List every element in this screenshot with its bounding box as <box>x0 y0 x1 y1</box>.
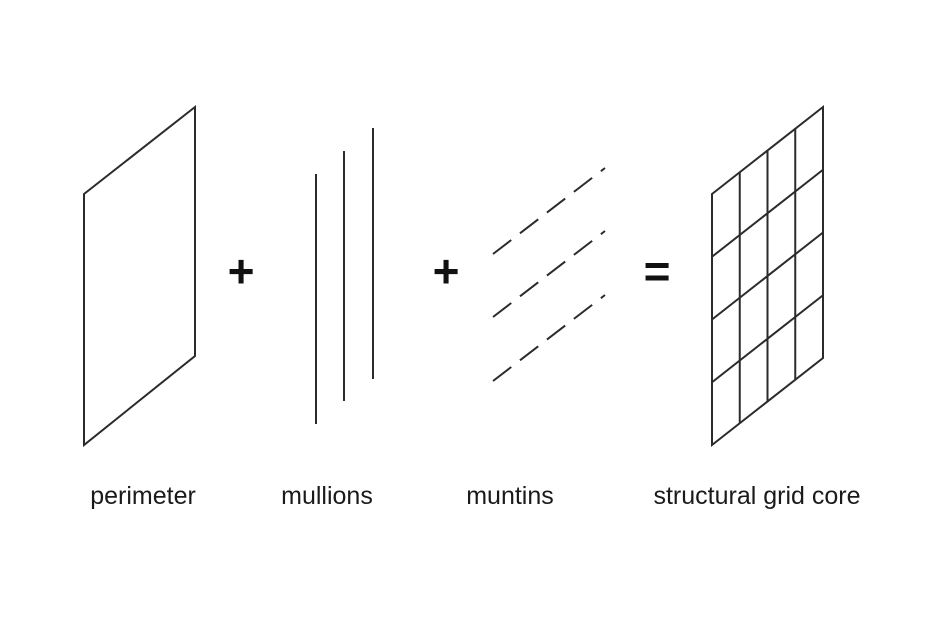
caption-structural-grid-core: structural grid core <box>653 482 860 510</box>
muntin-line <box>492 230 606 318</box>
mullions-figure <box>315 128 374 424</box>
grid-core-frame <box>711 104 824 448</box>
caption-muntins: muntins <box>466 482 554 510</box>
equals-operator: = <box>644 245 671 297</box>
muntin-line <box>492 167 606 255</box>
grid-core-muntin <box>711 168 824 258</box>
structural-grid-core-figure <box>711 104 824 448</box>
plus-operator-2: + <box>433 245 460 297</box>
perimeter-frame <box>83 104 196 448</box>
plus-operator-1: + <box>228 245 255 297</box>
perimeter-figure <box>83 104 196 448</box>
caption-mullions: mullions <box>281 482 373 510</box>
grid-core-muntin <box>711 294 824 384</box>
caption-perimeter: perimeter <box>90 482 196 510</box>
muntins-figure <box>492 167 606 382</box>
muntin-line <box>492 294 606 382</box>
grid-core-muntin <box>711 231 824 321</box>
